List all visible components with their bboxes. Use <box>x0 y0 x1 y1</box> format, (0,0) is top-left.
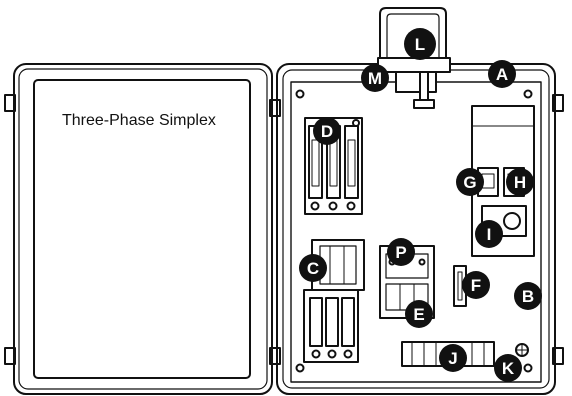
callout-j-label: J <box>448 349 457 368</box>
enclosure-door <box>4 63 273 395</box>
callout-k-label: K <box>502 359 515 378</box>
hinges <box>269 99 281 365</box>
callout-p: P <box>387 238 415 266</box>
callout-a: A <box>488 60 516 88</box>
callout-m: M <box>361 64 389 92</box>
callout-h: H <box>506 168 534 196</box>
callout-k: K <box>494 354 522 382</box>
callout-i: I <box>475 220 503 248</box>
callout-d: D <box>313 117 341 145</box>
callout-h-label: H <box>514 173 526 192</box>
door-label: Three-Phase Simplex <box>62 112 216 129</box>
callout-c: C <box>299 254 327 282</box>
callout-a-label: A <box>496 65 508 84</box>
callout-j: J <box>439 344 467 372</box>
callout-i-label: I <box>487 225 492 244</box>
callout-l-label: L <box>415 35 425 54</box>
callout-p-label: P <box>395 243 406 262</box>
callout-b: B <box>514 282 542 310</box>
lock-hasp <box>377 7 451 109</box>
callout-l: L <box>404 28 436 60</box>
callout-d-label: D <box>321 122 333 141</box>
callout-c-label: C <box>307 259 319 278</box>
callout-b-label: B <box>522 287 534 306</box>
callout-m-label: M <box>368 69 382 88</box>
callout-f: F <box>462 271 490 299</box>
callout-e: E <box>405 300 433 328</box>
callout-e-label: E <box>413 305 424 324</box>
callout-g: G <box>456 168 484 196</box>
callout-f-label: F <box>471 276 481 295</box>
callout-g-label: G <box>463 173 476 192</box>
component-k-ground-lug <box>515 343 529 357</box>
